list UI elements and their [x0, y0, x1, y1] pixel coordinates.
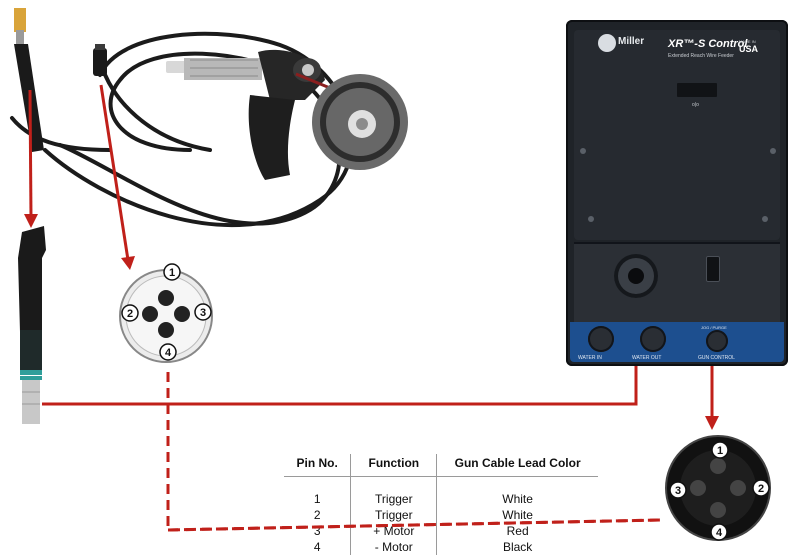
pin-hole — [142, 306, 158, 322]
pin-label-2: 2 — [758, 483, 764, 495]
arrow-to-left-connector — [99, 84, 130, 261]
cell-function: + Motor — [350, 523, 438, 539]
feeder-display — [677, 83, 717, 97]
cell-color: White — [502, 508, 533, 522]
pin-function-table: Pin No. Function Gun Cable Lead Color 1 … — [284, 454, 598, 555]
connector-right: 1 2 3 4 — [665, 435, 771, 541]
gun-control-label: GUN CONTROL — [698, 355, 735, 361]
feeder-front-panel — [574, 30, 780, 240]
feeder-brand: Miller — [618, 36, 645, 47]
table-row: 1 Trigger White — [284, 491, 598, 507]
made-in-label: MADE IN — [739, 39, 756, 44]
cell-color: Black — [502, 540, 533, 554]
jog-purge-label: JOG / PURGE — [701, 325, 727, 330]
cell-pin: 4 — [313, 540, 321, 554]
wire-feeder-unit: Miller XR™-S Control Extended Reach Wire… — [566, 20, 788, 366]
feeder-title: XR™-S Control — [668, 38, 748, 50]
screw-icon — [588, 216, 594, 222]
pin-label-1: 1 — [717, 445, 723, 457]
water-in-fitting — [588, 326, 614, 352]
cell-function: Trigger — [350, 491, 438, 507]
screw-icon — [770, 148, 776, 154]
made-country-label: USA — [739, 44, 759, 54]
gun-control-socket — [706, 330, 728, 352]
pin-label-3: 3 — [675, 485, 681, 497]
pin-hole — [710, 458, 726, 474]
pin-hole — [690, 480, 706, 496]
gun-power-connector — [18, 226, 46, 424]
pin-label-4: 4 — [165, 347, 172, 359]
water-out-fitting — [640, 326, 666, 352]
cell-pin: 1 — [313, 492, 321, 506]
arrow-to-gun-connector — [28, 89, 33, 219]
brand-logo-icon — [598, 34, 616, 52]
connector-left: 1 2 3 4 — [119, 263, 213, 363]
table-row: 2 Trigger White — [284, 507, 598, 523]
pin-label-2: 2 — [127, 308, 133, 320]
table-row: 3 + Motor Red — [284, 523, 598, 539]
power-switch — [706, 256, 720, 282]
water-in-label: WATER IN — [578, 355, 602, 361]
pin-hole — [710, 502, 726, 518]
cell-function: Trigger — [350, 507, 438, 523]
table-spacer-row — [284, 476, 598, 491]
header-lead-color: Gun Cable Lead Color — [436, 454, 598, 477]
pin-label-4: 4 — [716, 527, 723, 539]
screw-icon — [762, 216, 768, 222]
cell-color: White — [502, 492, 533, 506]
header-pin-no: Pin No. — [284, 454, 351, 477]
display-label: o|o — [692, 102, 699, 108]
water-out-label: WATER OUT — [632, 355, 662, 361]
cell-pin: 2 — [313, 508, 321, 522]
spool-gun — [166, 49, 408, 180]
arrowhead-gun — [24, 214, 38, 228]
pin-hole — [730, 480, 746, 496]
pin-hole — [174, 306, 190, 322]
arrowhead-right-connector — [705, 416, 719, 430]
arrowhead-left-connector — [121, 256, 135, 270]
table-row: 4 - Motor Black — [284, 539, 598, 555]
pin-label-1: 1 — [169, 267, 175, 279]
pin-label-3: 3 — [200, 307, 206, 319]
pin-hole — [158, 322, 174, 338]
pin-hole — [158, 290, 174, 306]
feeder-subtitle: Extended Reach Wire Feeder — [668, 53, 734, 59]
cell-pin: 3 — [313, 524, 321, 538]
cell-function: - Motor — [350, 539, 438, 555]
feeder-connector-panel — [574, 242, 780, 324]
control-plug — [93, 44, 107, 76]
feeder-bottom-strip: WATER IN WATER OUT GUN CONTROL — [570, 322, 784, 362]
cell-color: Red — [506, 524, 529, 538]
table-header-row: Pin No. Function Gun Cable Lead Color — [284, 454, 598, 477]
screw-icon — [580, 148, 586, 154]
header-function: Function — [350, 454, 438, 477]
gun-euro-port — [614, 254, 658, 298]
